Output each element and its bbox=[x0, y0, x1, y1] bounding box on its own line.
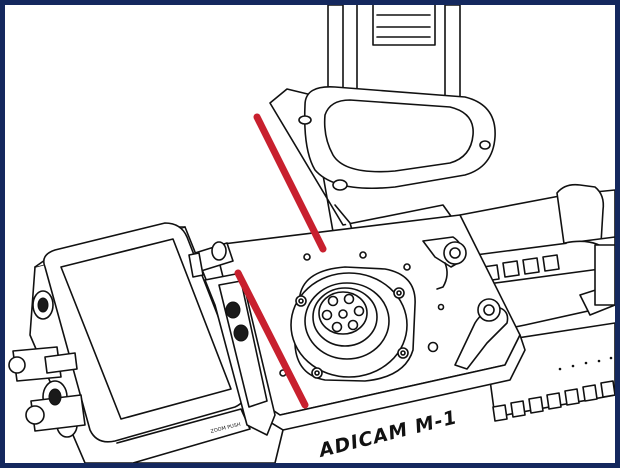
lock-lever-lower[interactable] bbox=[454, 298, 509, 370]
alignment-line-lower bbox=[234, 269, 309, 409]
connector-socket bbox=[290, 266, 416, 382]
dark-fastener-holes bbox=[37, 297, 249, 406]
top-body-connector bbox=[188, 241, 234, 278]
plate-holes bbox=[279, 251, 445, 377]
alignment-highlight-lines bbox=[234, 113, 327, 409]
camera-body bbox=[29, 222, 284, 463]
cable-chain bbox=[482, 254, 615, 422]
rail-dots bbox=[558, 356, 613, 371]
alignment-line-upper bbox=[253, 113, 327, 253]
camera-mount-drawing: ADICAM M-1 ZOOM PUSH bbox=[8, 5, 615, 463]
top-mounting-plate bbox=[269, 86, 496, 248]
lock-lever-upper[interactable] bbox=[422, 236, 467, 290]
